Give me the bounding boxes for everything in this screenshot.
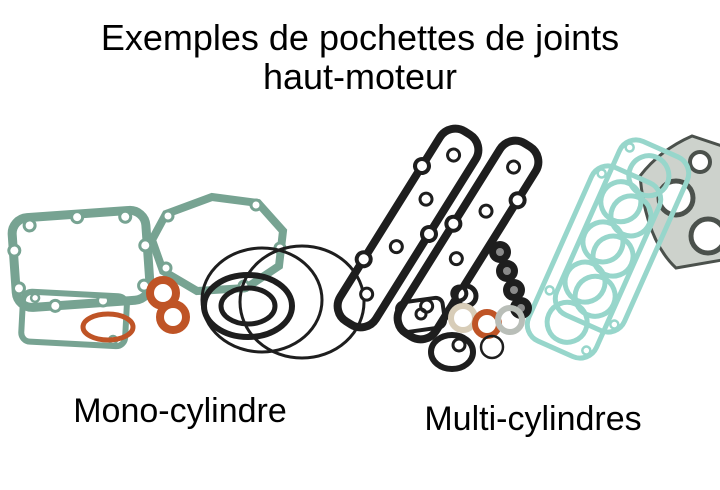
o-ring-large bbox=[238, 244, 366, 360]
head-gasket-front bbox=[524, 163, 664, 361]
oval-o-ring bbox=[428, 332, 476, 372]
copper-washer bbox=[472, 309, 502, 339]
valve-cover-gaskets bbox=[333, 124, 543, 344]
small-port-gasket bbox=[395, 295, 447, 335]
cover-gasket-large bbox=[7, 205, 155, 313]
multi-cylinder-gasket-set bbox=[333, 124, 720, 372]
black-o-rings bbox=[200, 244, 366, 360]
valve-stem-seals bbox=[489, 241, 532, 319]
page-title: Exemples de pochettes de joints haut-mot… bbox=[0, 18, 720, 96]
paper-washer bbox=[448, 303, 478, 333]
o-ring-medium bbox=[201, 272, 295, 340]
caption-multi-cylindres: Multi-cylindres bbox=[424, 400, 642, 438]
o-ring-small bbox=[218, 285, 278, 327]
small-black-gaskets bbox=[395, 295, 505, 372]
title-line-1: Exemples de pochettes de joints bbox=[100, 17, 620, 58]
valve-cover-gasket-1 bbox=[333, 124, 483, 332]
mono-cylinder-gasket-set bbox=[7, 192, 366, 360]
copper-washer bbox=[156, 300, 190, 334]
exhaust-gasket-ring bbox=[80, 311, 136, 343]
caption-mono-cylindre: Mono-cylindre bbox=[73, 392, 287, 430]
thin-o-ring bbox=[479, 334, 505, 360]
metal-washer bbox=[495, 305, 525, 335]
copper-washers bbox=[80, 276, 190, 343]
head-gaskets-teal bbox=[524, 137, 692, 361]
title-line-2: haut-moteur bbox=[262, 56, 458, 97]
